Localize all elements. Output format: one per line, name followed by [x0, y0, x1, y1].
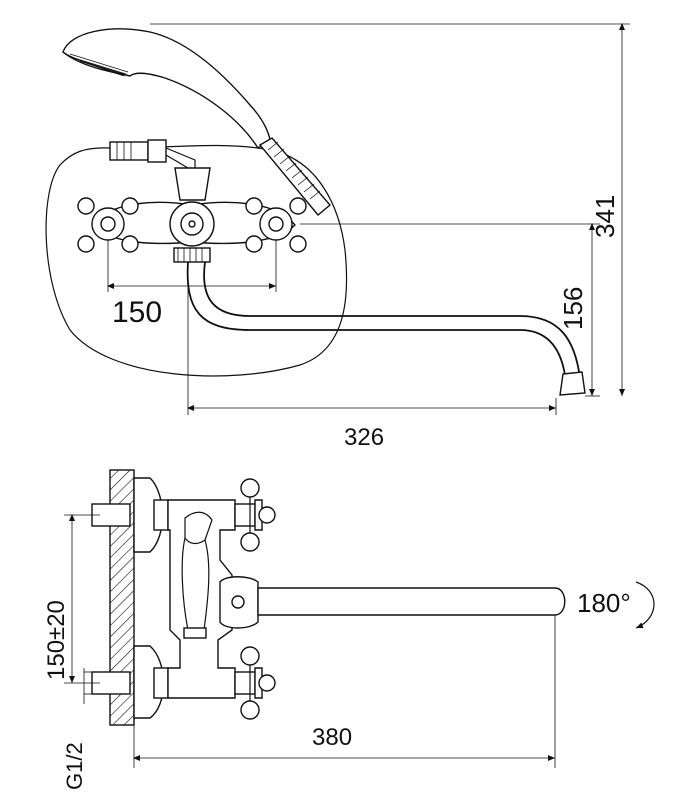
top-view: 150 326 156 341: [45, 23, 630, 451]
lower-handle-side: [234, 646, 276, 720]
left-cross-handle: [77, 197, 139, 253]
side-spout: [219, 576, 566, 629]
spout: [186, 261, 586, 396]
side-view: 180° 150±20 G1/2 380: [43, 469, 655, 790]
rotation-label: 180°: [577, 588, 631, 618]
dimension-150-top: 150: [107, 240, 277, 329]
dim-341-label: 341: [590, 195, 620, 238]
dimension-380: 380: [133, 615, 556, 768]
dim-326-label: 326: [344, 424, 384, 451]
dim-380-label: 380: [312, 724, 352, 751]
side-faucet-body: [167, 499, 236, 699]
shower-head: [62, 28, 271, 149]
shower-hose: [258, 137, 331, 216]
dimension-g12: G1/2: [62, 668, 92, 790]
rotation-indicator: 180°: [577, 581, 655, 629]
dimension-326: 326: [187, 262, 557, 451]
dim-g12-label: G1/2: [62, 742, 87, 790]
faucet-body: [94, 167, 296, 263]
right-cross-handle: [245, 197, 307, 253]
hose-connector: [109, 139, 196, 169]
dim-150-label: 150: [112, 296, 162, 329]
dimension-156: 156: [300, 223, 600, 397]
dimension-150-20: 150±20: [43, 514, 100, 684]
dim-156-label: 156: [558, 287, 588, 330]
upper-handle-side: [234, 478, 276, 552]
dim-150-20-label: 150±20: [43, 600, 70, 680]
dimension-341: 341: [150, 23, 630, 396]
